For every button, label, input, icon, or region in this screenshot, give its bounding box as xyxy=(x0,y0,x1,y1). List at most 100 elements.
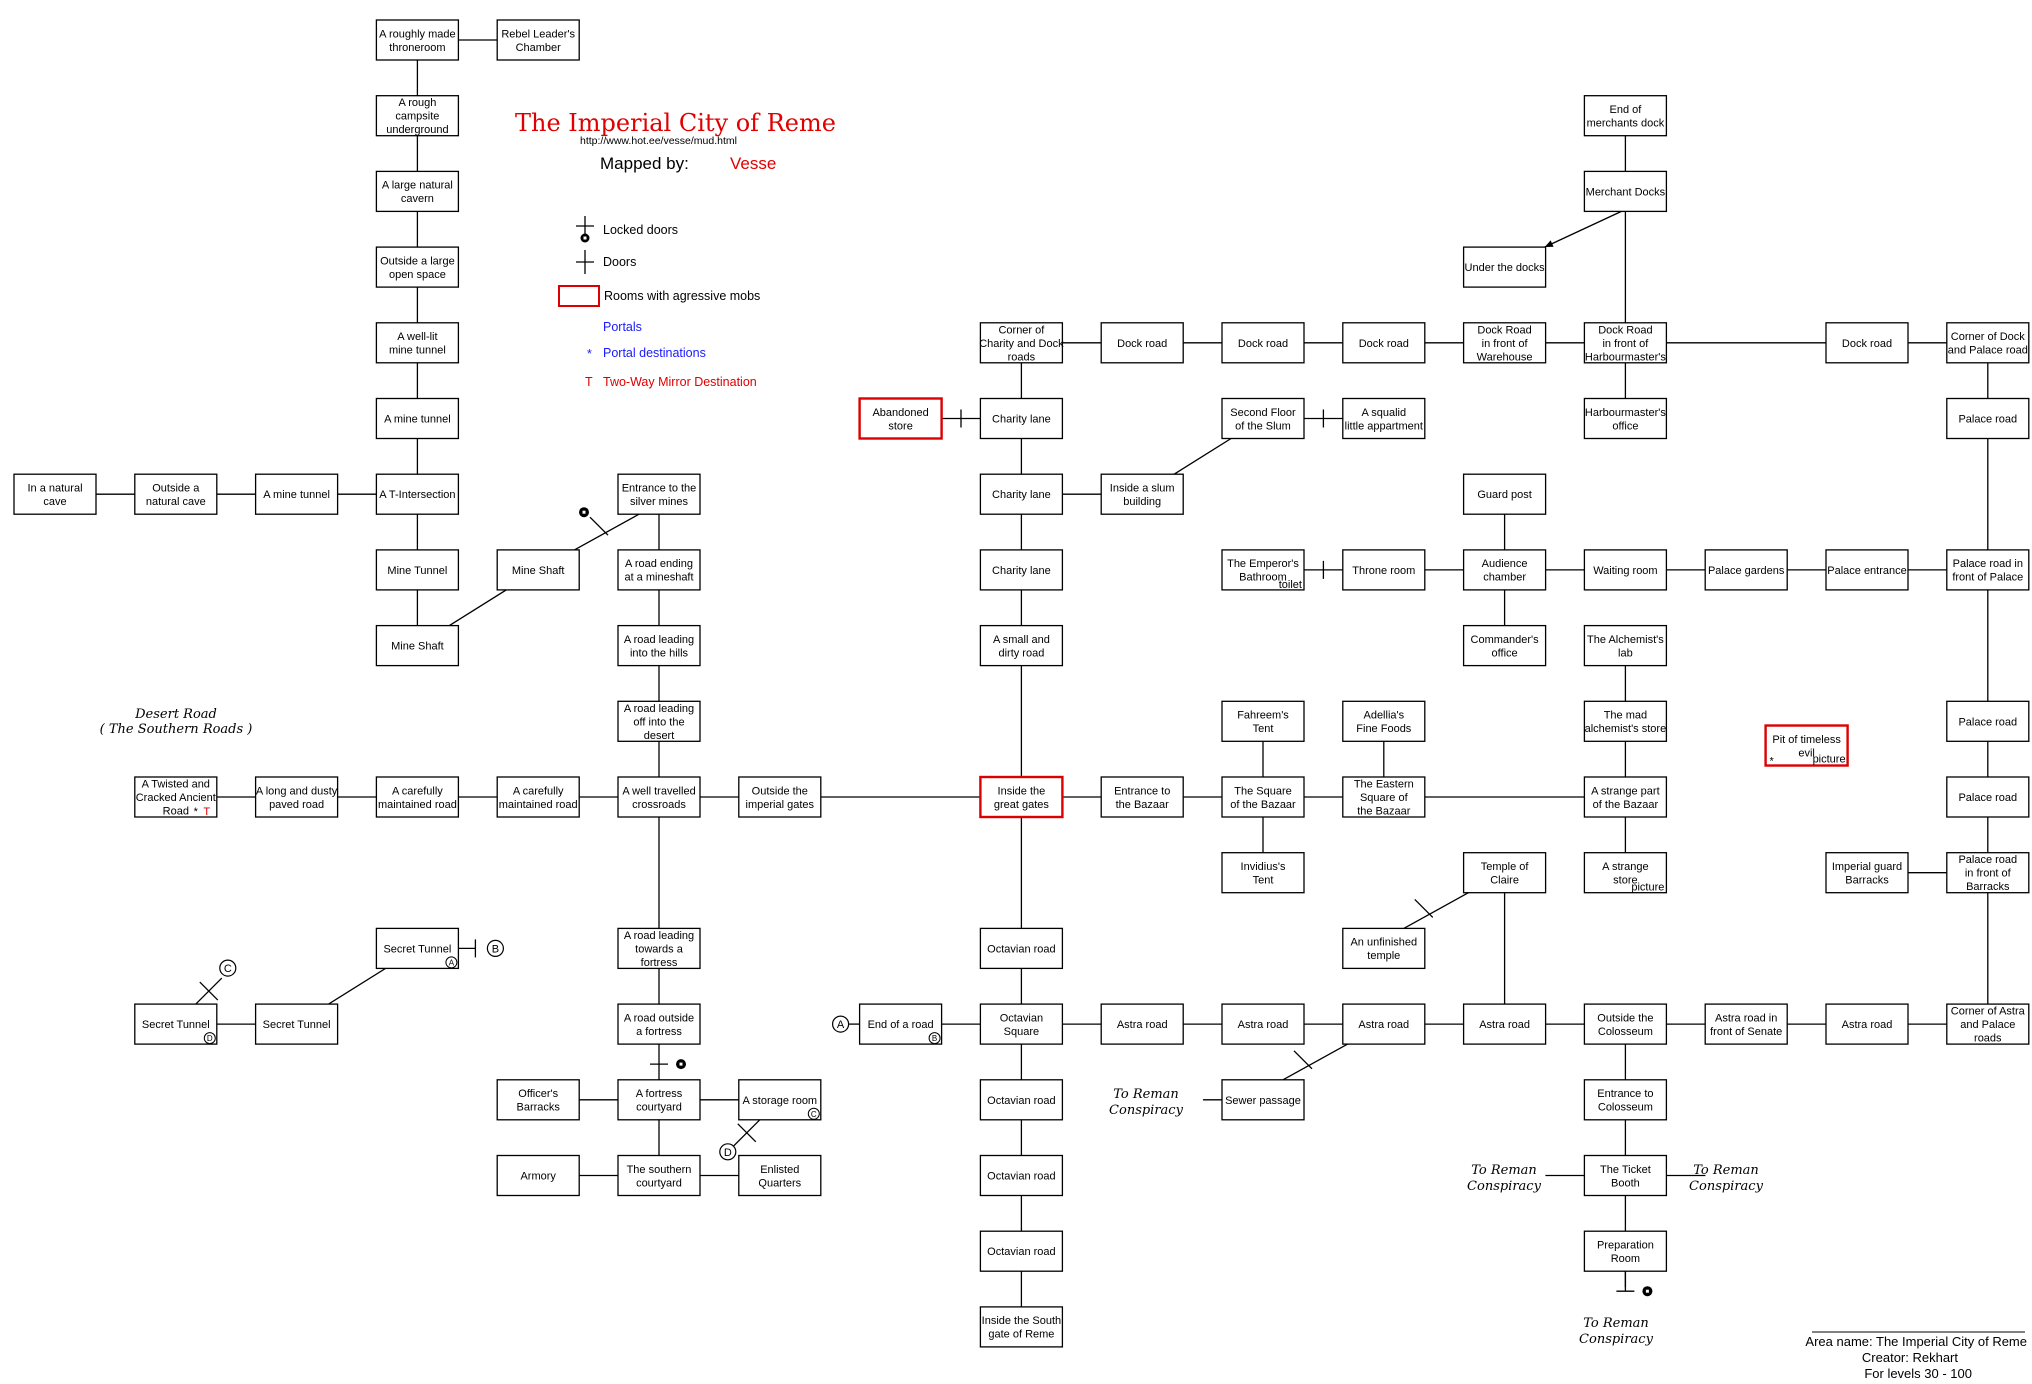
room-underdocks[interactable]: Under the docks xyxy=(1462,246,1547,288)
room-charity3[interactable]: Charity lane xyxy=(979,549,1064,591)
room-secret3[interactable]: Secret Tunnel xyxy=(254,1003,339,1045)
room-merchdocks[interactable]: Merchant Docks xyxy=(1583,170,1668,213)
room-dock4[interactable]: Dock road xyxy=(1825,322,1909,364)
reman-label-ticket-right[interactable]: To Reman xyxy=(1693,1163,1759,1178)
room-tint[interactable]: A T-Intersection xyxy=(375,473,460,515)
reman-label-prep[interactable]: To Reman xyxy=(1583,1316,1649,1331)
reman-label-ticket-right-2[interactable]: Conspiracy xyxy=(1689,1179,1764,1194)
room-astra1[interactable]: Astra road xyxy=(1100,1003,1184,1045)
room-minetunnel2[interactable]: A mine tunnel xyxy=(254,473,339,515)
room-octavian1[interactable]: Octavian road xyxy=(979,927,1064,970)
room-mineshaft1[interactable]: Mine Shaft xyxy=(496,549,580,591)
room-link-toilet[interactable]: toilet xyxy=(1279,579,1302,591)
room-palaceent[interactable]: Palace entrance xyxy=(1825,549,1909,591)
desert-road-sub-label[interactable]: ( The Southern Roads ) xyxy=(100,722,253,737)
room-throneroom2[interactable]: Throne room xyxy=(1342,549,1426,591)
room-minetunnel1[interactable]: A mine tunnel xyxy=(375,397,460,440)
desert-road-label[interactable]: Desert Road xyxy=(134,707,217,722)
room-octavian4[interactable]: Octavian road xyxy=(979,1230,1064,1272)
room-dock1[interactable]: Dock road xyxy=(1100,322,1184,364)
room-link-picture[interactable]: picture xyxy=(1813,754,1846,766)
reman-label-ticket-left-2[interactable]: Conspiracy xyxy=(1467,1179,1542,1194)
room-astra4[interactable]: Astra road xyxy=(1462,1003,1547,1045)
room-octavian2[interactable]: Octavian road xyxy=(979,1079,1064,1121)
room-charity1[interactable]: Charity lane xyxy=(979,397,1064,440)
room-astra2[interactable]: Astra road xyxy=(1221,1003,1305,1045)
room-sewer[interactable]: Sewer passage xyxy=(1221,1079,1305,1121)
room-dock2[interactable]: Dock road xyxy=(1221,322,1305,364)
room-minetunnel3[interactable]: Mine Tunnel xyxy=(375,549,460,591)
room-armory[interactable]: Armory xyxy=(496,1154,580,1197)
room-mineshaft2[interactable]: Mine Shaft xyxy=(375,624,460,667)
room-gardens[interactable]: Palace gardens xyxy=(1704,549,1788,591)
reman-label-sewer-2[interactable]: Conspiracy xyxy=(1109,1103,1184,1118)
room-guardpost[interactable]: Guard post xyxy=(1462,473,1547,515)
room-link-picture[interactable]: picture xyxy=(1631,882,1664,894)
room-charity2[interactable]: Charity lane xyxy=(979,473,1064,515)
room-waiting[interactable]: Waiting room xyxy=(1583,549,1668,591)
room-palaceroad2[interactable]: Palace road xyxy=(1946,700,2030,742)
reman-label-prep-2[interactable]: Conspiracy xyxy=(1579,1332,1654,1347)
map-url[interactable]: http://www.hot.ee/vesse/mud.html xyxy=(580,135,737,147)
room-palaceroad3[interactable]: Palace road xyxy=(1946,776,2030,818)
room-astra5[interactable]: Astra road xyxy=(1825,1003,1909,1045)
room-astra3[interactable]: Astra road xyxy=(1342,1003,1426,1045)
room-dock3[interactable]: Dock road xyxy=(1342,322,1426,364)
